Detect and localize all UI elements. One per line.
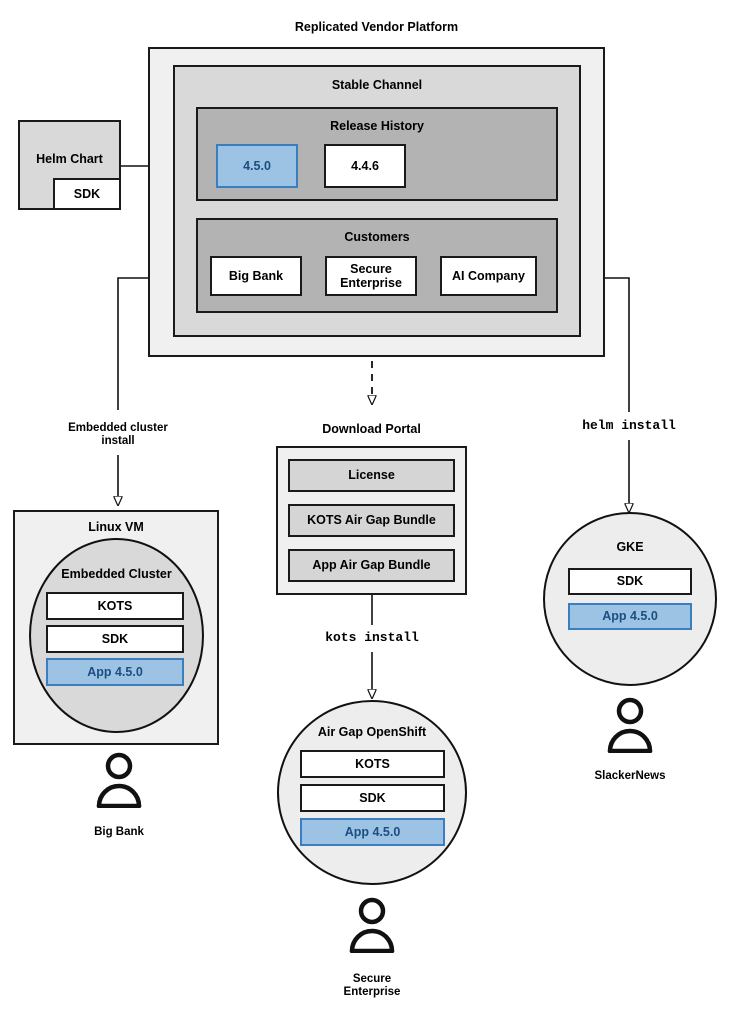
customer-name-line2: Enterprise	[343, 986, 401, 998]
openshift-component-kots[interactable]	[300, 750, 445, 778]
release-version-label: 4.5.0	[243, 158, 271, 173]
diagram-title: Replicated Vendor Platform	[294, 19, 459, 34]
customer-label: Secure Enterprise	[325, 256, 417, 296]
component-label: SDK	[101, 631, 129, 646]
gke-title: GKE	[616, 539, 644, 554]
portal-artifact-license[interactable]	[288, 459, 455, 492]
download-portal-title: Download Portal	[322, 421, 421, 436]
portal-artifact-kots-air-gap-bundle[interactable]	[288, 504, 455, 537]
linuxvm-component-app[interactable]	[46, 658, 184, 686]
artifact-label: App Air Gap Bundle	[312, 558, 431, 573]
customer-label-line2: Enterprise	[340, 276, 402, 290]
person-icon	[349, 897, 395, 953]
embedded-cluster-title: Embedded Cluster	[61, 566, 172, 581]
gke-circle	[543, 512, 717, 686]
linuxvm-component-kots[interactable]	[46, 592, 184, 620]
air-gap-openshift-title: Air Gap OpenShift	[317, 724, 427, 739]
artifact-label: KOTS Air Gap Bundle	[307, 513, 436, 528]
customer-card-secure-enterprise[interactable]	[325, 256, 417, 296]
release-card-4-5-0[interactable]	[216, 144, 298, 188]
release-version-label: 4.4.6	[351, 158, 379, 173]
edge-label-line2: install	[101, 435, 135, 447]
gke-component-app[interactable]	[568, 603, 692, 630]
openshift-component-app[interactable]	[300, 818, 445, 846]
artifact-label: License	[348, 468, 395, 483]
component-label: SDK	[359, 790, 386, 805]
portal-artifact-app-air-gap-bundle[interactable]	[288, 549, 455, 582]
customer-label-line1: Secure	[350, 261, 392, 276]
gke-component-sdk[interactable]	[568, 568, 692, 595]
component-label: KOTS	[355, 756, 390, 771]
customer-card-big-bank[interactable]	[210, 256, 302, 296]
release-history-title: Release History	[330, 119, 424, 134]
customer-name-big-bank: Big Bank	[94, 826, 144, 839]
person-icon	[96, 752, 142, 808]
component-label: App 4.5.0	[344, 824, 401, 839]
component-label: App 4.5.0	[87, 664, 143, 679]
person-icon	[607, 697, 653, 753]
edge-label-helm-install: helm install	[582, 417, 676, 433]
helm-chart-label: Helm Chart	[36, 151, 103, 166]
linux-vm-title: Linux VM	[88, 519, 144, 534]
customers-title: Customers	[344, 230, 410, 245]
customer-name-slackernews: SlackerNews	[594, 770, 666, 783]
release-card-4-4-6[interactable]	[324, 144, 406, 188]
customer-card-ai-company[interactable]	[440, 256, 537, 296]
component-label: SDK	[616, 574, 644, 589]
customer-label: Big Bank	[228, 268, 284, 283]
customer-label: AI Company	[452, 268, 525, 283]
edge-label-kots-install: kots install	[325, 629, 419, 645]
customer-name-line1: Secure	[352, 972, 392, 985]
linuxvm-component-sdk[interactable]	[46, 625, 184, 653]
stable-channel-title: Stable Channel	[331, 77, 423, 92]
helm-chart-sdk-box[interactable]	[53, 178, 121, 210]
sdk-label: SDK	[73, 186, 101, 201]
component-label: KOTS	[97, 598, 133, 613]
openshift-component-sdk[interactable]	[300, 784, 445, 812]
edge-label-embedded-cluster-install: Embedded cluster install	[33, 414, 203, 456]
customer-name-secure-enterprise: Secure Enterprise	[312, 968, 432, 1004]
edge-label-line1: Embedded cluster	[68, 421, 168, 434]
component-label: App 4.5.0	[602, 609, 658, 624]
